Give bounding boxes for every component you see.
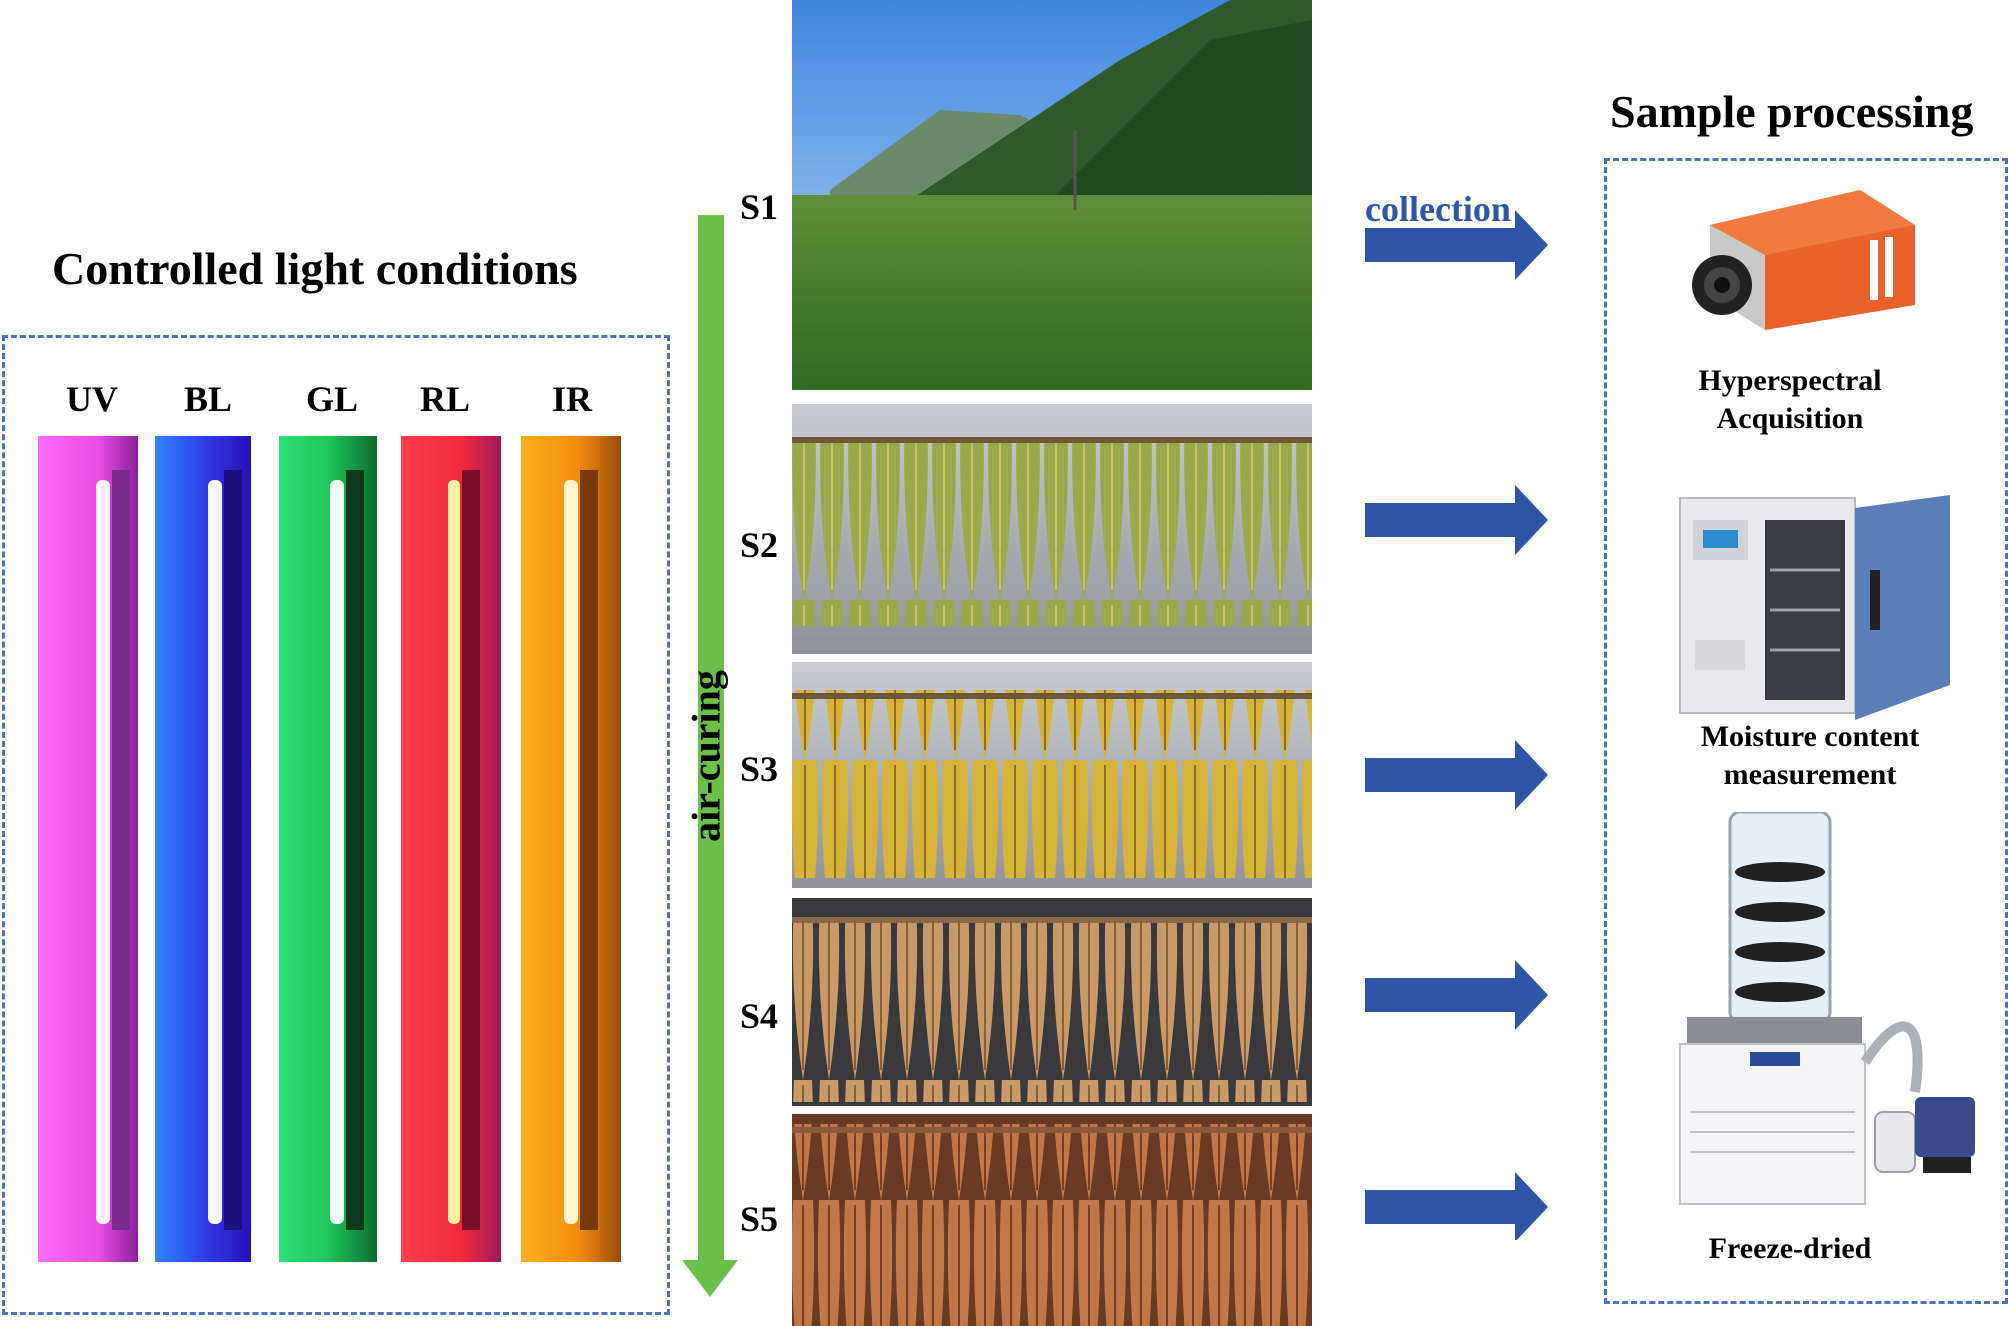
photo-s5-hanging-leaves <box>792 1114 1312 1326</box>
photo-s1-field <box>792 0 1312 390</box>
lamp-rl <box>401 436 501 1262</box>
step-moisture-line2: measurement <box>1723 758 1897 791</box>
step-freeze-dried-label: Freeze-dried <box>1640 1230 1940 1268</box>
sample-processing-box <box>1604 158 2008 1304</box>
stage-label-s2: S2 <box>740 525 779 565</box>
step-hyperspectral-label: Hyperspectral Acquisition <box>1640 362 1940 438</box>
light-conditions-box <box>2 335 670 1315</box>
lamp-label-bl: BL <box>183 379 233 419</box>
lamp-label-rl: RL <box>419 379 470 419</box>
lamp-uv <box>38 436 138 1262</box>
lamp-label-uv: UV <box>66 379 118 419</box>
stage-label-s5: S5 <box>740 1199 779 1239</box>
lamp-ir <box>521 436 621 1262</box>
step-hyperspectral-line1: Hyperspectral <box>1698 364 1882 397</box>
lamp-gl <box>279 436 377 1262</box>
photo-s4-hanging-leaves <box>792 898 1312 1106</box>
step-moisture-label: Moisture content measurement <box>1660 718 1960 794</box>
air-curing-label: air-curing <box>683 670 729 842</box>
arrow-s5 <box>1365 1172 1548 1240</box>
lamp-images <box>38 436 621 1262</box>
stage-photos <box>792 0 1312 1326</box>
photo-s3-hanging-leaves <box>792 662 1312 888</box>
left-panel-title: Controlled light conditions <box>52 243 578 294</box>
drying-oven-icon <box>1679 495 1950 720</box>
arrow-s4 <box>1365 960 1548 1030</box>
stage-label-s4: S4 <box>740 996 779 1036</box>
stage-label-s1: S1 <box>740 187 779 227</box>
collection-label: collection <box>1365 189 1511 229</box>
transfer-arrows <box>1365 210 1548 1240</box>
stage-label-s3: S3 <box>740 749 779 789</box>
step-freeze-dried-line1: Freeze-dried <box>1708 1232 1872 1265</box>
arrow-s2 <box>1365 485 1548 555</box>
right-panel-title: Sample processing <box>1610 86 1974 137</box>
hyperspectral-camera-icon <box>1692 190 1915 330</box>
lamp-label-ir: IR <box>551 379 592 419</box>
lamp-bl <box>155 436 251 1262</box>
freeze-dryer-icon <box>1679 812 1975 1205</box>
air-curing-arrow <box>682 215 738 1297</box>
arrow-s3 <box>1365 740 1548 810</box>
photo-s2-hanging-leaves <box>792 404 1312 654</box>
arrow-s1 <box>1365 210 1548 280</box>
step-moisture-line1: Moisture content <box>1700 720 1920 753</box>
step-hyperspectral-line2: Acquisition <box>1716 402 1864 435</box>
lamp-label-gl: GL <box>305 379 358 419</box>
